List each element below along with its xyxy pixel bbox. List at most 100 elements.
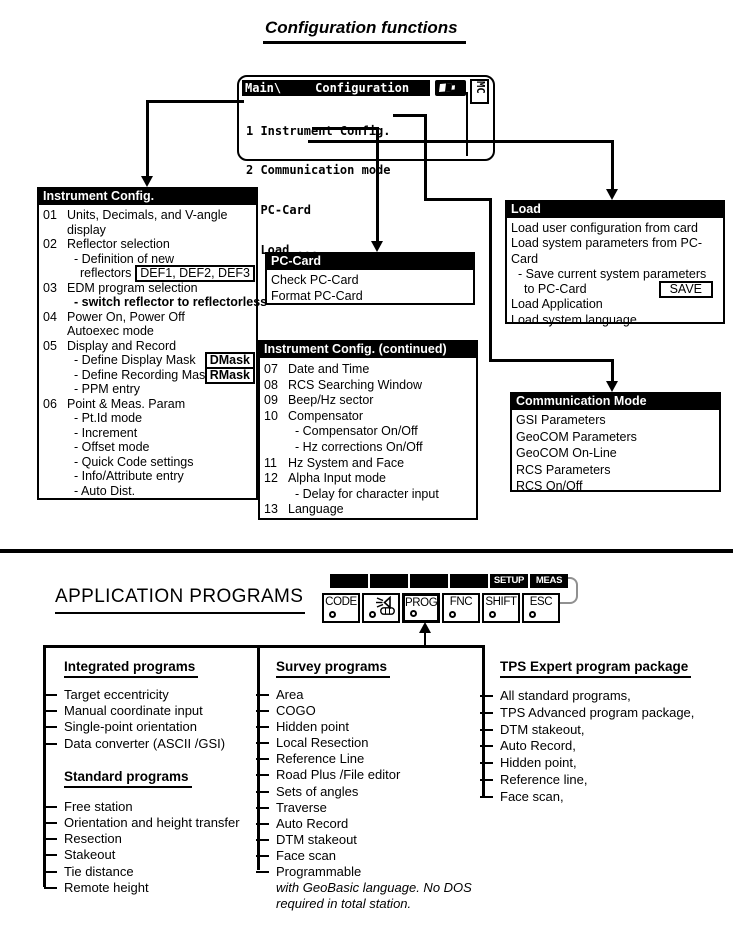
menu-row[interactable]: Autoexec mode [43,324,254,339]
key-dot-icon [329,611,336,618]
menu-row[interactable]: GeoCOM On-Line [516,445,717,462]
arrow-down-icon [606,381,618,392]
program-item: Data converter (ASCII /GSI) [44,736,256,752]
menu-row[interactable]: - switch reflector to reflectorless [43,295,267,310]
connector-line [393,114,426,117]
softkey-badge[interactable]: DMask [204,352,255,369]
menu-row[interactable]: GSI Parameters [516,412,717,429]
menu-row[interactable]: Load user configuration from card [511,221,721,236]
softkey-badge[interactable]: SAVE [658,281,713,299]
menu-row[interactable]: - Auto Dist. [43,484,254,499]
menu-row[interactable]: 12 Alpha Input mode [264,471,474,487]
menu-item-pc-card[interactable]: 3 PC-Card [246,203,312,218]
row-text: RCS Parameters [516,462,611,477]
row-text: Beep/Hz sector [288,393,374,408]
lamp-icon [375,595,396,612]
load-rows: Load user configuration from card Load s… [507,218,723,330]
row-number [43,382,67,397]
menu-row[interactable]: 08 RCS Searching Window [264,378,474,394]
softkey-slot[interactable] [410,574,448,588]
menu-row[interactable]: 02 Reflector selection [43,237,254,252]
key-code[interactable]: CODE [322,593,360,623]
row-text: Load system language [511,312,637,327]
row-number: 06 [43,396,57,411]
menu-row[interactable]: Load Application [511,297,721,312]
menu-row[interactable]: Card [511,252,721,267]
row-number: 10 [264,408,278,423]
menu-row[interactable]: GeoCOM Parameters [516,429,717,446]
row-text: reflectors [80,266,132,280]
menu-row[interactable]: - PPM entry [43,382,254,397]
menu-row[interactable]: - Info/Attribute entry [43,469,254,484]
row-text: - Delay for character input [295,486,439,501]
menu-row[interactable]: 06 Point & Meas. Param [43,397,254,412]
softkey-badge[interactable]: RMask [204,366,255,384]
menu-row[interactable]: 01 Units, Decimals, and V-angle [43,208,254,223]
menu-row[interactable]: - Save current system parameters [511,267,721,282]
menu-row[interactable]: 11 Hz System and Face [264,456,474,472]
menu-row[interactable]: Format PC-Card [271,289,471,305]
menu-row[interactable]: - Define Display Mask DMask [43,352,255,369]
key-light[interactable] [362,593,400,623]
menu-row[interactable]: 04 Power On, Power Off [43,310,254,325]
menu-row[interactable]: - Definition of new [43,252,254,267]
row-number [43,295,67,310]
program-item: Programmable [256,864,480,880]
key-fnc[interactable]: FNC [442,593,480,623]
menu-row[interactable]: - Pt.Id mode [43,411,254,426]
row-number [264,487,288,503]
row-number [43,455,67,470]
menu-row[interactable]: reflectors DEF1, DEF2, DEF3 [43,265,255,282]
display-title-bar: Main\ Configuration [242,80,430,96]
connector-line [489,198,492,361]
softkey-slot[interactable] [450,574,488,588]
menu-row[interactable]: 05 Display and Record [43,339,254,354]
menu-row[interactable]: - Delay for character input [264,487,474,503]
menu-row[interactable]: RCS Parameters [516,462,717,479]
level-vial-icon [380,606,395,618]
menu-row[interactable]: - Hz corrections On/Off [264,440,474,456]
menu-row[interactable]: Check PC-Card [271,273,471,289]
softkey-slot[interactable] [370,574,408,588]
menu-row[interactable]: Load system parameters from PC- [511,236,721,251]
menu-row[interactable]: - Quick Code settings [43,455,254,470]
row-number [264,440,288,456]
softkey-meas[interactable]: MEAS [530,574,568,588]
expert-programs-title: TPS Expert program package [500,659,692,678]
menu-row[interactable]: - Offset mode [43,440,254,455]
softkey-slot[interactable] [330,574,368,588]
key-prog[interactable]: PROG [402,593,440,623]
menu-row[interactable]: - Define Recording Mask RMask [43,366,255,384]
softkey-setup[interactable]: SETUP [490,574,528,588]
menu-row[interactable]: - Compensator On/Off [264,424,474,440]
row-text: Point & Meas. Param [67,396,186,411]
connector-line [312,127,378,130]
menu-row[interactable]: to PC-Card SAVE [511,281,721,299]
menu-row[interactable]: 09 Beep/Hz sector [264,393,474,409]
connector-line [424,114,427,200]
softkey-badge[interactable]: DEF1, DEF2, DEF3 [135,265,255,282]
row-text: - Info/Attribute entry [74,469,184,483]
softkey-bar: SETUP MEAS [330,574,568,588]
menu-row[interactable]: 13 Language [264,502,474,518]
program-item: Local Resection [256,735,480,751]
key-esc[interactable]: ESC [522,593,560,623]
program-item: TPS Advanced program package, [480,705,733,722]
menu-row[interactable]: display [43,223,254,238]
menu-row[interactable]: 03 EDM program selection [43,281,254,296]
key-shift[interactable]: SHIFT [482,593,520,623]
menu-row[interactable]: 07 Date and Time [264,362,474,378]
communication-mode-box: Communication Mode GSI Parameters GeoCOM… [510,392,721,495]
row-text: GSI Parameters [516,413,606,427]
menu-item-communication-mode[interactable]: 2 Communication mode [246,163,391,178]
menu-row[interactable]: Load system language [511,313,721,328]
row-text: - Pt.Id mode [74,411,143,425]
row-number [43,411,67,426]
integrated-programs-title: Integrated programs [64,659,199,678]
menu-row[interactable]: - Increment [43,426,254,441]
row-text: Reflector selection [67,237,170,251]
menu-row[interactable]: 10 Compensator [264,409,474,425]
menu-row[interactable]: RCS On/Off [516,478,717,495]
